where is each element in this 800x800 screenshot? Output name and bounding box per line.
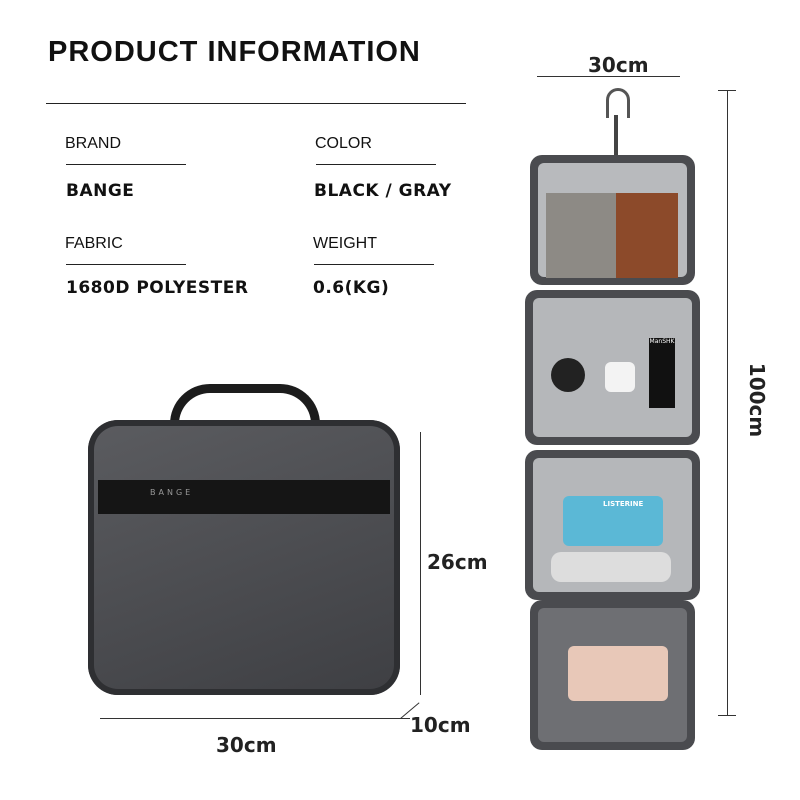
divider — [66, 264, 186, 265]
earbuds-case — [605, 362, 635, 392]
bottle-label: LISTERINE — [603, 500, 644, 508]
dimension-cap — [718, 715, 736, 716]
spec-value-fabric: 1680D POLYESTER — [66, 278, 249, 298]
open-length-label: 100cm — [745, 362, 770, 438]
open-bag-section-2: ManSHK — [525, 290, 700, 445]
open-bag-section-3: LISTERINE — [525, 450, 700, 600]
title-divider — [46, 103, 466, 104]
open-bag-section-bottom — [530, 600, 695, 750]
phone — [568, 646, 668, 701]
spec-value-color: BLACK / GRAY — [314, 181, 452, 201]
bag-zipper-band — [98, 480, 390, 514]
spec-value-brand: BANGE — [66, 181, 135, 201]
width-dimension-line — [100, 718, 410, 719]
closed-width-label: 30cm — [216, 733, 277, 757]
closed-height-label: 26cm — [427, 550, 488, 574]
hook-strap — [614, 115, 618, 157]
height-dimension-line — [420, 432, 421, 695]
mouthwash-bottle: LISTERINE — [563, 496, 663, 546]
closed-bag-photo: BANGE — [88, 420, 400, 695]
dimension-cap — [718, 90, 736, 91]
spec-label-fabric: FABRIC — [65, 235, 123, 252]
spec-label-weight: WEIGHT — [313, 235, 377, 252]
towel-brown — [616, 193, 678, 278]
divider — [66, 164, 186, 165]
open-width-label: 30cm — [588, 53, 649, 77]
length-dimension-line — [727, 90, 728, 715]
jar — [551, 358, 585, 392]
spec-label-color: COLOR — [315, 135, 372, 152]
open-bag-section-top — [530, 155, 695, 285]
divider — [316, 164, 436, 165]
divider — [314, 264, 434, 265]
closed-depth-label: 10cm — [410, 713, 471, 737]
spec-value-weight: 0.6(KG) — [313, 278, 390, 298]
bag-handle — [170, 384, 320, 454]
toiletry-bottle: ManSHK — [649, 338, 675, 408]
umbrella — [551, 552, 671, 582]
towel-gray — [546, 193, 616, 278]
hook-icon — [606, 88, 630, 118]
open-width-dimension-line — [537, 76, 680, 77]
page-title: PRODUCT INFORMATION — [48, 36, 421, 68]
bag-brand-mark: BANGE — [150, 488, 194, 497]
spec-label-brand: BRAND — [65, 135, 122, 152]
toiletry-label: ManSHK — [649, 338, 675, 345]
